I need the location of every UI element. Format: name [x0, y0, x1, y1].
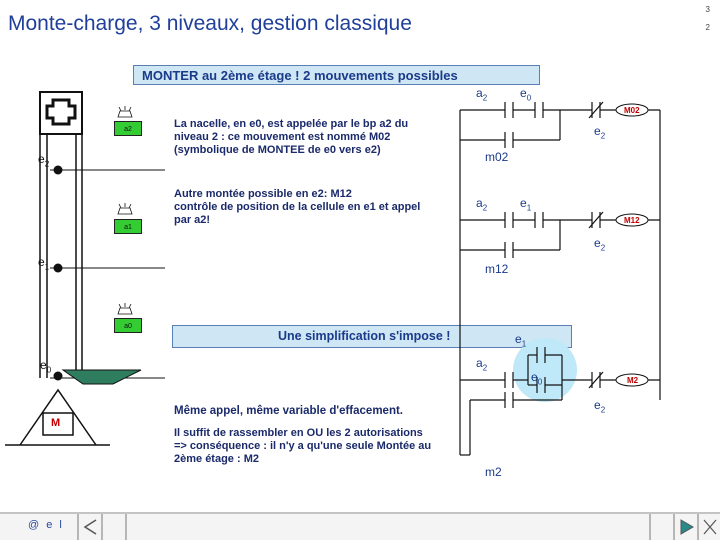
simplification-text: Une simplification s'impose !	[278, 329, 451, 343]
sensor-e1	[53, 263, 63, 273]
rung2-contact-a2: a2	[476, 196, 488, 213]
call-button-a1[interactable]: a1	[114, 219, 142, 234]
coil-M2	[615, 373, 649, 387]
rung1-contact-a2: a2	[476, 86, 488, 103]
base-frame	[19, 388, 97, 446]
note-or-merge: Il suffit de rassembler en OU les 2 auto…	[174, 427, 432, 465]
slide-number-top: 3	[705, 5, 710, 14]
or-highlight	[513, 338, 577, 402]
nav-next-icon[interactable]	[679, 518, 695, 536]
simplification-banner	[172, 325, 572, 348]
rung2-contact-e1: e1	[520, 196, 532, 213]
rung1-coil-label: M02	[624, 106, 640, 115]
call-button-a2[interactable]: a2	[114, 121, 142, 136]
note-same-call: Même appel, même variable d'effacement.	[174, 405, 403, 417]
rung1-contact-e0: e0	[520, 86, 532, 103]
rung3-seal-m2: m2	[485, 465, 502, 479]
floor-label-e1: e1	[38, 255, 50, 272]
coil-M02	[615, 103, 649, 117]
pulley-symbol	[45, 98, 77, 126]
rung1-break-e2: e2	[594, 124, 606, 141]
rung3-contact-e0: e0	[531, 370, 543, 387]
rung3-break-e2: e2	[594, 398, 606, 415]
rung2-seal-m12: m12	[485, 262, 509, 276]
nav-prev-icon[interactable]	[82, 518, 98, 536]
cabin	[61, 369, 142, 385]
motor-label: M	[51, 417, 61, 429]
rung2-coil-label: M12	[624, 216, 640, 225]
sensor-e0	[53, 371, 63, 381]
floor-label-e2: e2	[38, 152, 50, 169]
rung1-seal-m02: m02	[485, 150, 509, 164]
rung3-contact-e1: e1	[515, 332, 527, 349]
floor-label-e0: e0	[40, 358, 52, 375]
slide-number-bottom: 2	[705, 23, 710, 32]
sensor-e2	[53, 165, 63, 175]
note-m02: La nacelle, en e0, est appelée par le bp…	[174, 118, 409, 156]
rung3-contact-a2: a2	[476, 356, 488, 373]
coil-M12	[615, 213, 649, 227]
call-button-a0[interactable]: a0	[114, 318, 142, 333]
header-banner: MONTER au 2ème étage ! 2 mouvements poss…	[133, 65, 540, 85]
rung3-coil-label: M2	[627, 376, 639, 385]
slide-title: Monte-charge, 3 niveaux, gestion classiq…	[8, 12, 412, 35]
footer-logo: @ e l	[28, 519, 64, 531]
rung2-break-e2: e2	[594, 236, 606, 253]
motor-box	[42, 412, 74, 436]
nav-end-icon[interactable]	[702, 518, 718, 536]
